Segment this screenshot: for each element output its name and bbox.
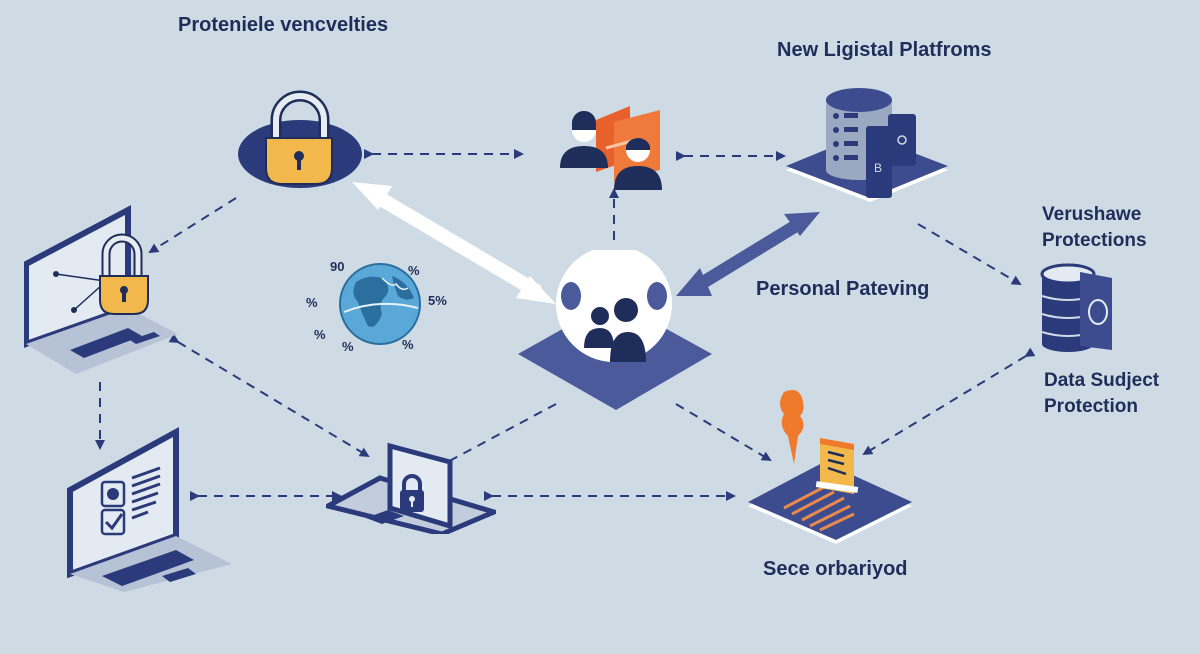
globe-annotation: %: [408, 263, 420, 278]
label-center-right: Personal Pateving: [756, 278, 930, 300]
document-platform-node[interactable]: [744, 386, 916, 546]
label-right-upper: Verushawe Protections: [1042, 202, 1192, 254]
laptop-secure-icon: [321, 442, 502, 537]
globe-icon: [339, 263, 421, 345]
globe-annotation: 5%: [428, 293, 447, 308]
users-exchange-icon: [560, 106, 662, 190]
document-flag-icon: [748, 390, 912, 544]
laptop-checklist-icon: [67, 426, 232, 592]
svg-text:B: B: [874, 161, 882, 175]
padlock-node[interactable]: [236, 84, 366, 196]
laptop-lock-node[interactable]: [23, 204, 180, 380]
label-right-upper-line2: Protections: [1042, 230, 1147, 251]
globe-annotation: %: [342, 339, 354, 354]
connector-laptop-secure: [168, 333, 370, 458]
laptop-checklist-node[interactable]: [66, 426, 238, 592]
big-arrow-navy: [676, 212, 820, 296]
label-right-lower: Data Sudject Protection: [1044, 368, 1194, 420]
globe-node: 90 % % 5% % % %: [296, 252, 456, 358]
label-top-left: Proteniele vencvelties: [178, 14, 389, 36]
laptop-secure-node[interactable]: [321, 442, 502, 537]
central-hub-node[interactable]: [514, 246, 716, 412]
globe-annotation: 90: [330, 259, 345, 274]
database-document-icon: [1040, 263, 1112, 352]
laptop-lock-icon: [23, 205, 178, 374]
big-arrow-white: [352, 182, 556, 304]
user-group-icon: [518, 246, 712, 410]
connector-hub-document: [675, 403, 772, 462]
globe-annotation: %: [314, 327, 326, 342]
label-right-lower-line1: Data Sudject: [1044, 370, 1160, 391]
users-exchange-node[interactable]: [556, 100, 666, 192]
padlock-icon: [238, 90, 362, 188]
database-platform-node[interactable]: B: [782, 82, 952, 204]
connector-database-protection: [917, 223, 1022, 286]
database-server-icon: B: [786, 88, 948, 202]
globe-annotation: %: [402, 337, 414, 352]
connector-padlock-laptop: [148, 197, 237, 254]
label-right-lower-line2: Protection: [1044, 396, 1138, 417]
label-top-right: New Ligistal Platfroms: [777, 39, 992, 61]
globe-annotation: %: [306, 295, 318, 310]
label-right-upper-line1: Verushawe: [1042, 204, 1142, 225]
database-document-node[interactable]: [1040, 262, 1116, 354]
connector-hub-secure: [438, 403, 557, 467]
label-bottom-center: Sece orbariyod: [763, 558, 908, 580]
